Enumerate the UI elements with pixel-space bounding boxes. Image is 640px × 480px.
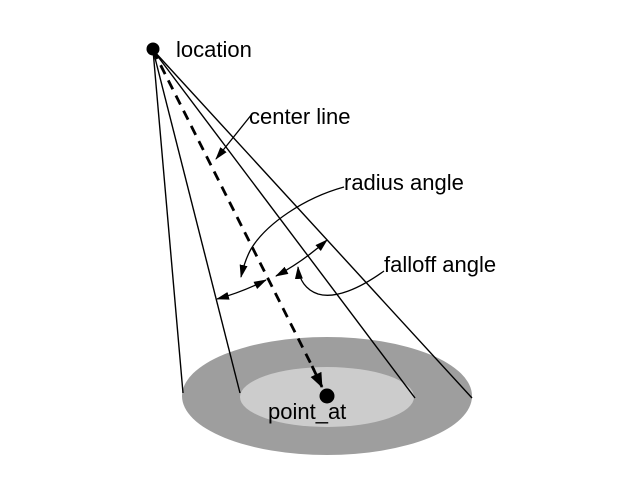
radius-angle-label: radius angle: [344, 170, 464, 195]
location-label: location: [176, 37, 252, 62]
point-at-dot: [319, 388, 335, 404]
cone-edge-line-inner-right: [152, 49, 416, 399]
point-at-label: point_at: [268, 399, 346, 424]
diagram-strokes: [151, 49, 473, 399]
cone-edge-line-outer-left: [152, 49, 184, 394]
falloff-angle-arc: [275, 239, 328, 277]
center-line-dashed: [151, 49, 316, 371]
cone-edge-line-outer-right: [152, 49, 473, 399]
center-line-leader-arrow: [215, 113, 253, 160]
location-point-dot: [146, 42, 160, 56]
center-line-arrow: [310, 365, 324, 388]
cone-edge-line-inner-left: [152, 49, 241, 394]
falloff-angle-leader-arrow: [294, 266, 385, 296]
center-line-label: center line: [249, 104, 351, 129]
radius-angle-leader-arrow: [239, 186, 345, 278]
falloff-angle-label: falloff angle: [384, 252, 496, 277]
radius-angle-arc: [216, 279, 267, 300]
